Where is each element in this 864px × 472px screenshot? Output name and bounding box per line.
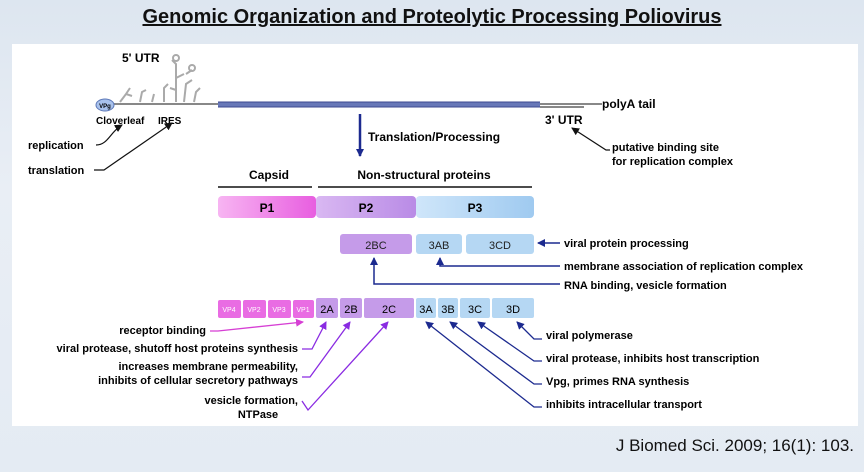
left-functions: receptor binding viral protease, shutoff… (57, 318, 389, 421)
p1-label: P1 (260, 201, 275, 215)
perm-arrow (302, 321, 351, 378)
fn-perm2: inhibits of cellular secretory pathways (98, 375, 298, 387)
p3d-box (492, 298, 534, 318)
coding-region-bar (218, 102, 540, 107)
utr3-label: 3' UTR (545, 113, 583, 127)
slide-title: Genomic Organization and Proteolytic Pro… (142, 6, 722, 28)
p3d-label: 3D (506, 304, 520, 316)
protease3c-arrow (477, 321, 542, 362)
p3b-label: 3B (441, 304, 454, 316)
c2bc-label: 2BC (365, 240, 386, 252)
note-processing: viral protein processing (564, 238, 689, 250)
diagram-panel: 5' UTR VPg Cloverleaf IRES polyA tail 3'… (12, 44, 858, 426)
fn-vpg: Vpg, primes RNA synthesis (546, 376, 689, 388)
polya-label: polyA tail (602, 97, 656, 111)
right-functions: viral polymerase viral protease, inhibit… (425, 321, 760, 411)
fn-polymerase: viral polymerase (546, 330, 633, 342)
p2b-label: 2B (344, 304, 357, 316)
putative-site-arrow (571, 127, 610, 151)
vesicle-arrow (301, 321, 389, 412)
replication-arrow (95, 124, 123, 146)
p3-label: P3 (468, 201, 483, 215)
genome-structure: 5' UTR VPg Cloverleaf IRES polyA tail 3'… (28, 51, 734, 177)
putative-line1: putative binding site (612, 142, 719, 154)
c3cd-box (466, 234, 534, 254)
p2-box (316, 196, 416, 218)
p3c-box (460, 298, 490, 318)
fn-perm1: increases membrane permeability, (118, 361, 298, 373)
capsid-header: Capsid (249, 168, 289, 182)
fn-vesicle2: NTPase (238, 409, 278, 421)
vp3-box (268, 300, 291, 318)
vp2-label: VP2 (247, 307, 260, 314)
nonstructural-header: Non-structural proteins (357, 168, 491, 182)
p1-box (218, 196, 316, 218)
cloverleaf-label: Cloverleaf (96, 116, 145, 127)
replication-label: replication (28, 140, 84, 152)
membrane-arrow (436, 257, 560, 267)
vpg-arrow (449, 321, 542, 385)
note-membrane: membrane association of replication comp… (564, 261, 804, 273)
c3cd-label: 3CD (489, 240, 511, 252)
p3c-label: 3C (468, 304, 482, 316)
poliovirus-diagram: 5' UTR VPg Cloverleaf IRES polyA tail 3'… (28, 51, 804, 421)
p2b-box (340, 298, 362, 318)
utr5-label: 5' UTR (122, 51, 160, 65)
polymerase-arrow (516, 321, 542, 340)
vpg-oval (95, 98, 115, 112)
note-rna: RNA binding, vesicle formation (564, 280, 727, 292)
p2-label: P2 (359, 201, 374, 215)
c3ab-label: 3AB (429, 240, 450, 252)
rna-binding-arrow (370, 257, 560, 285)
p2a-box (316, 298, 338, 318)
p2a-label: 2A (320, 304, 334, 316)
vp2-box (243, 300, 266, 318)
receptor-arrow (210, 318, 304, 332)
translation-label: translation (28, 165, 85, 177)
vp3-label: VP3 (272, 307, 285, 314)
vp1-label: VP1 (296, 307, 309, 314)
fn-vesicle1: vesicle formation, (204, 395, 298, 407)
p3a-label: 3A (419, 304, 433, 316)
vp4-box (218, 300, 241, 318)
polyprotein: Capsid Non-structural proteins P1 P2 P3 (218, 168, 534, 218)
fn-receptor: receptor binding (119, 325, 206, 337)
p2c-box (364, 298, 414, 318)
ires-label: IRES (158, 116, 182, 127)
mature-proteins: VP4 VP2 VP3 VP1 2A 2B 2C 3A 3B 3C 3D (218, 298, 534, 318)
p2c-label: 2C (382, 304, 396, 316)
rna-stem-loops (119, 54, 201, 103)
vp4-label: VP4 (222, 307, 235, 314)
fn-transport: inhibits intracellular transport (546, 399, 702, 411)
p3a-box (416, 298, 436, 318)
transport-arrow (425, 321, 542, 408)
putative-line2: for replication complex (612, 156, 734, 168)
p3-box (416, 196, 534, 218)
p3b-box (438, 298, 458, 318)
citation: J Biomed Sci. 2009; 16(1): 103. (615, 436, 854, 455)
c3ab-box (416, 234, 462, 254)
translation-processing-label: Translation/Processing (368, 130, 500, 144)
vpg-label: VPg (99, 104, 111, 110)
vp1-box (293, 300, 314, 318)
c2bc-box (340, 234, 412, 254)
processing-intermediates: 2BC 3AB 3CD viral protein processing mem… (340, 234, 804, 292)
protease2a-arrow (302, 321, 327, 350)
fn-protease2a: viral protease, shutoff host proteins sy… (57, 343, 298, 355)
translation-arrow (94, 122, 173, 171)
fn-protease3c: viral protease, inhibits host transcript… (546, 353, 760, 365)
